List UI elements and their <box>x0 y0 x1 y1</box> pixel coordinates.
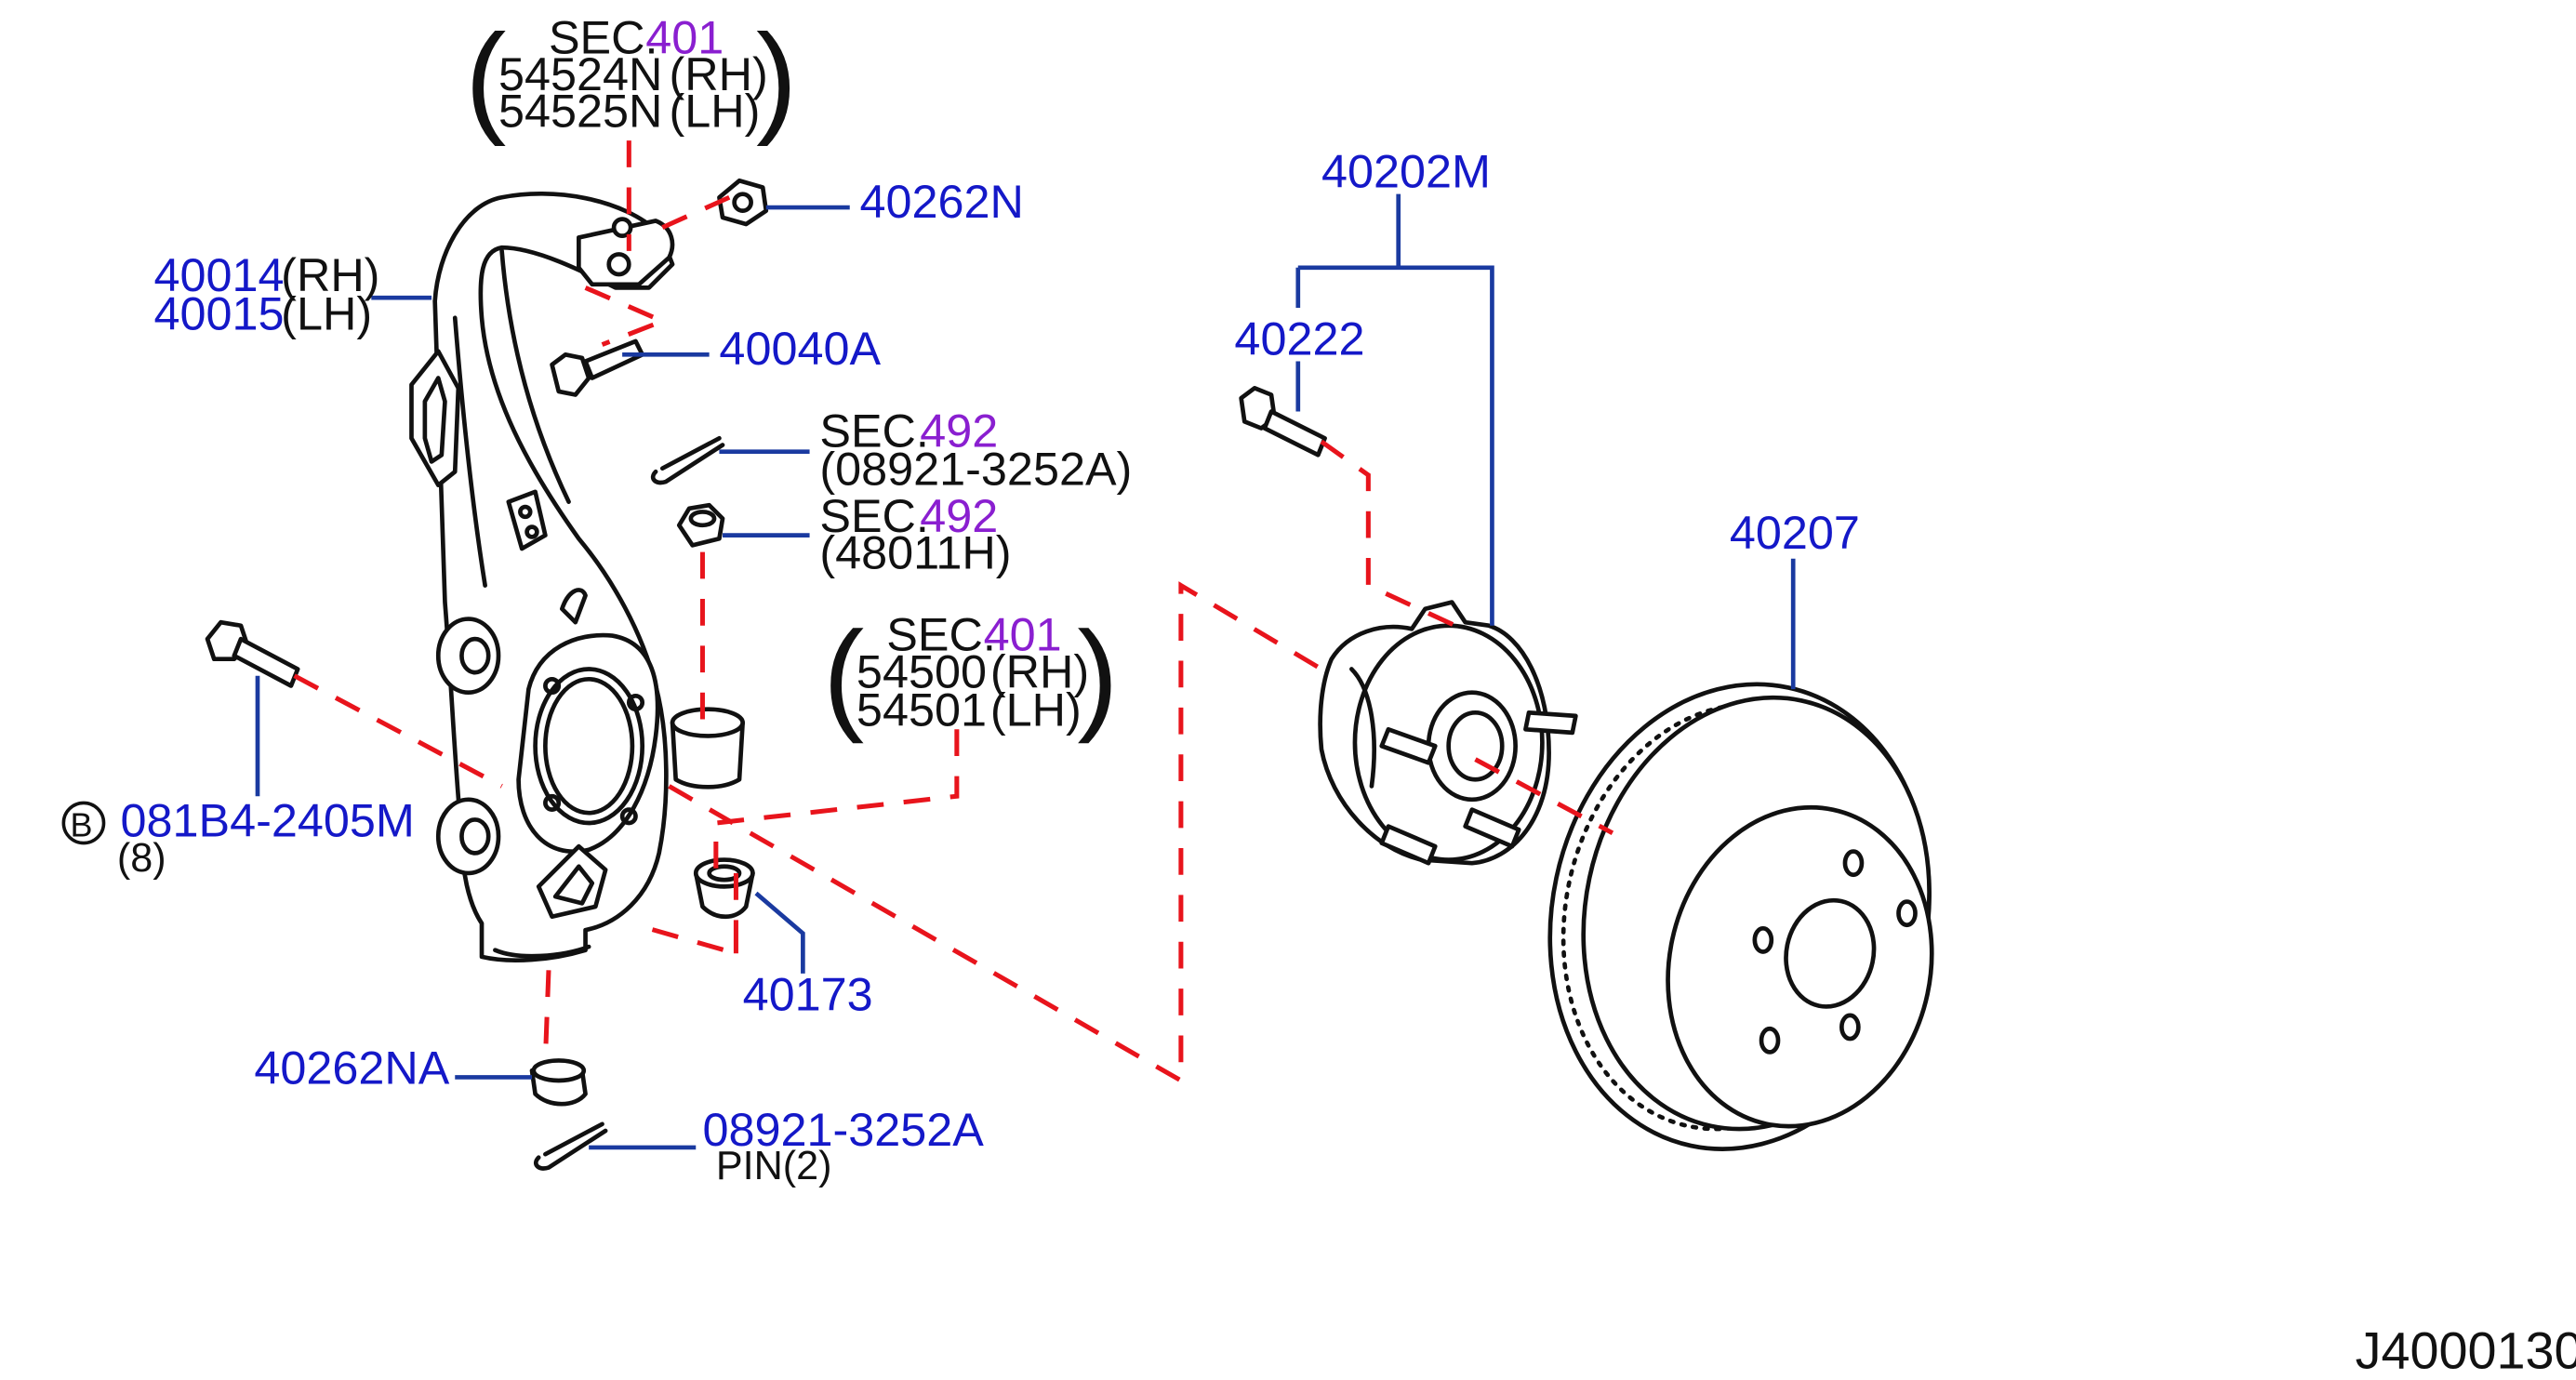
part-number-lh: 54501 <box>856 683 987 736</box>
cotter-pin-492-drawing <box>650 435 725 485</box>
callout-40040A[interactable]: 40040A <box>719 322 881 375</box>
sec-number[interactable]: 401 <box>984 608 1062 661</box>
leader-lines <box>255 193 1796 1150</box>
sec-label: SEC. <box>886 608 996 661</box>
right-bracket: ) <box>756 10 797 148</box>
quantity: (2) <box>783 1144 832 1188</box>
callout-081B4-2405M[interactable]: B 081B4-2405M (8) <box>61 793 415 881</box>
part-name: PIN <box>716 1144 783 1188</box>
part-number[interactable]: 08921-3252A <box>702 1103 984 1156</box>
bushing-upper-drawing <box>670 707 745 790</box>
sec-number[interactable]: 492 <box>920 404 998 457</box>
part-number-rh: 54500 <box>856 644 987 697</box>
callout-40173[interactable]: 40173 <box>743 967 873 1020</box>
steering-knuckle-drawing <box>409 192 675 962</box>
callout-40262N[interactable]: 40262N <box>860 175 1024 228</box>
seal-40173-drawing <box>693 857 755 920</box>
bolt-081B4-drawing <box>205 619 300 688</box>
part-number-lh: 54525N <box>498 85 662 138</box>
quantity: (8) <box>117 836 166 881</box>
part-number: (08921-3252A) <box>819 443 1132 496</box>
nut-40262N-drawing <box>717 178 769 227</box>
hub-bolt-40222-drawing <box>1239 385 1327 458</box>
right-bracket: ) <box>1077 607 1118 745</box>
callout-08921-3252A[interactable]: 08921-3252A PIN (2) <box>702 1103 984 1188</box>
side-lh: (LH) <box>990 683 1082 736</box>
sec-number[interactable]: 401 <box>645 11 724 64</box>
left-bracket: ( <box>823 607 864 745</box>
callout-40262NA[interactable]: 40262NA <box>254 1042 449 1095</box>
callout-sec-401-rotor[interactable]: SEC. 401 ( 54500 (RH) 54501 (LH) ) <box>823 607 1119 745</box>
part-number[interactable]: 081B4-2405M <box>121 793 415 846</box>
brake-rotor-drawing <box>1547 682 1934 1151</box>
diagram-id: J4000130 <box>2356 1321 2576 1379</box>
sec-label: SEC. <box>549 11 658 64</box>
callout-sec-492-nut[interactable]: SEC. 492 (48011H) <box>819 489 1011 579</box>
bolt-40040A-drawing <box>550 338 645 397</box>
callout-knuckle-40014-40015[interactable]: 40014 (RH) 40015 (LH) <box>153 248 379 339</box>
callout-sec-401-knuckle[interactable]: SEC. 401 ( 54524N (RH) 54525N (LH) ) <box>465 10 797 148</box>
callout-sec-492-pin[interactable]: SEC. 492 (08921-3252A) <box>819 404 1132 495</box>
dashed-reference-lines <box>293 140 1614 1085</box>
sec-number[interactable]: 492 <box>920 489 998 542</box>
side-rh: (RH) <box>990 644 1089 697</box>
callout-40222[interactable]: 40222 <box>1234 312 1364 365</box>
callout-40207[interactable]: 40207 <box>1730 506 1860 559</box>
badge-circle <box>61 801 106 845</box>
hub-assembly-drawing <box>1318 600 1578 866</box>
side-rh: (RH) <box>281 248 379 301</box>
side-lh: (LH) <box>281 286 372 339</box>
sec-label: SEC. <box>819 489 929 542</box>
left-bracket: ( <box>465 10 506 148</box>
part-number-rh: 54524N <box>498 47 662 100</box>
side-rh: (RH) <box>669 47 767 100</box>
part-number: (48011H) <box>819 526 1011 579</box>
nut-48011H-drawing <box>676 502 725 548</box>
sec-label: SEC. <box>819 404 929 457</box>
nut-40262NA-drawing <box>529 1058 588 1107</box>
side-lh: (LH) <box>669 85 760 138</box>
cotter-pin-08921-drawing <box>533 1121 608 1171</box>
part-number-40015[interactable]: 40015 <box>153 286 284 339</box>
part-number-40014[interactable]: 40014 <box>153 248 284 301</box>
badge-letter: B <box>71 805 93 843</box>
callout-40202M[interactable]: 40202M <box>1321 144 1491 197</box>
